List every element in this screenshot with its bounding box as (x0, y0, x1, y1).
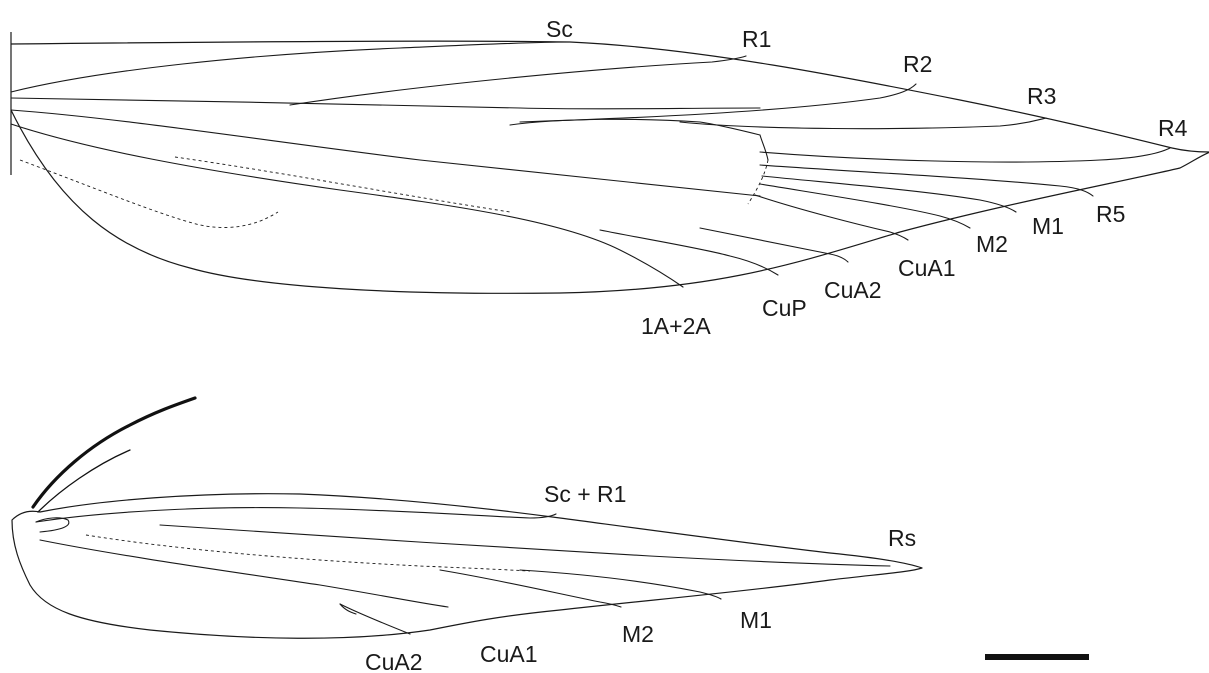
forewing-vein-1a2a (10, 123, 684, 288)
label-1a2a: 1A+2A (641, 313, 711, 339)
label-sc: Sc (546, 16, 573, 42)
label-hw-m1: M1 (740, 607, 772, 633)
forewing-fold-median (174, 156, 511, 213)
label-r1: R1 (742, 26, 771, 52)
hindwing-vein-m1 (519, 569, 722, 600)
label-r4: R4 (1158, 115, 1188, 141)
forewing-vein-cu-stem (10, 109, 761, 197)
hindwing-frenulum-bristle-2 (37, 449, 131, 513)
label-m1: M1 (1032, 213, 1064, 239)
hindwing-fold (85, 534, 531, 572)
hindwing-vein-cua-stem (39, 539, 449, 608)
forewing-fold-cell (747, 159, 769, 205)
label-cua2: CuA2 (824, 277, 882, 303)
forewing-vein-r-stem (10, 97, 761, 110)
forewing-vein-r5 (759, 164, 1094, 197)
label-rs: Rs (888, 525, 916, 551)
label-hw-m2: M2 (622, 621, 654, 647)
label-r2: R2 (903, 51, 932, 77)
hindwing: Sc + R1 Rs M1 M2 CuA1 CuA2 (11, 396, 923, 673)
forewing-vein-m1 (761, 175, 1017, 213)
label-hw-cua1: CuA1 (480, 641, 538, 667)
forewing-vein-cua1 (754, 194, 909, 241)
forewing-costal-margin (10, 40, 1209, 153)
label-sc-r1: Sc + R1 (544, 481, 626, 507)
hindwing-outline (11, 493, 923, 639)
label-m2: M2 (976, 231, 1008, 257)
forewing-vein-cua2 (699, 227, 849, 263)
forewing-vein-r4 (759, 147, 1171, 163)
forewing-vein-r3 (679, 117, 1047, 130)
forewing-vein-r2 (519, 83, 917, 123)
label-r3: R3 (1027, 83, 1056, 109)
label-hw-cua2: CuA2 (365, 649, 423, 673)
forewing-cell-end (759, 134, 769, 161)
hindwing-vein-cua2-base (339, 603, 357, 615)
label-cup: CuP (762, 295, 807, 321)
forewing: Sc R1 R2 R3 R4 R5 M1 M2 CuA1 CuA2 CuP 1A… (10, 16, 1209, 339)
scale-bar (985, 654, 1089, 660)
hindwing-basal-loop (35, 517, 70, 533)
label-cua1: CuA1 (898, 255, 956, 281)
forewing-vein-r1 (289, 55, 747, 106)
label-r5: R5 (1096, 201, 1125, 227)
hindwing-vein-rs (159, 524, 891, 567)
forewing-vein-m2 (759, 183, 971, 229)
forewing-vein-sc (10, 41, 571, 93)
hindwing-vein-sc-r1 (35, 507, 557, 523)
hindwing-frenulum-bristle (31, 396, 197, 509)
hindwing-vein-m2 (439, 569, 622, 608)
hindwing-vein-cua2 (339, 603, 411, 635)
forewing-cell-upper (509, 118, 761, 136)
forewing-vein-cup (599, 229, 779, 276)
forewing-outer-margin (10, 109, 1209, 294)
forewing-fold-anal (19, 159, 279, 228)
